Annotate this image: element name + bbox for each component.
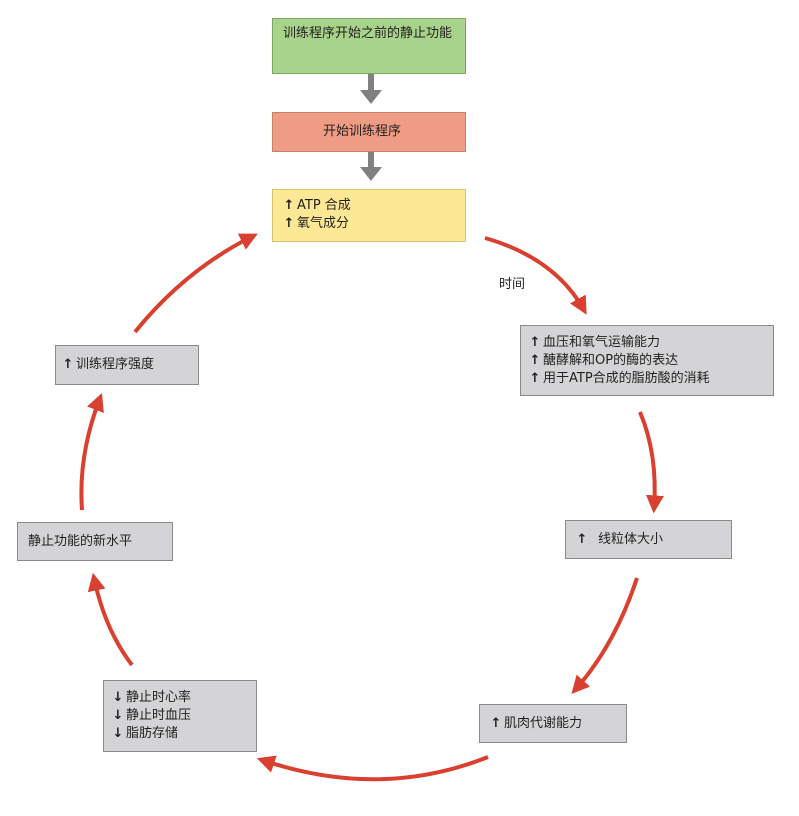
intensity-text: 训练程序强度 [76,357,155,372]
up-arrow-icon: ↑ [529,352,541,368]
new-resting-level-box: 静止功能的新水平 [17,522,173,561]
atp-line-1: ATP 合成 [297,197,351,213]
up-arrow-icon: ↑ [529,370,541,386]
resting-function-before-text: 训练程序开始之前的静止功能 [283,26,453,41]
cycle-arrow-atp-to-blood [484,236,587,315]
up-arrow-icon: ↑ [529,334,541,350]
mito-text: 线粒体大小 [598,531,664,547]
up-arrow-icon: ↑ [576,531,588,547]
atp-synthesis-box: ↑ATP 合成 ↑氧气成分 [272,189,466,242]
vitals-line-3: 脂肪存储 [126,726,179,741]
down-arrow-icon: ↓ [112,726,124,741]
training-intensity-box: ↑训练程序强度 [55,345,199,385]
up-arrow-icon: ↑ [283,215,295,231]
up-arrow-icon: ↑ [283,197,295,213]
mitochondria-size-box: ↑ 线粒体大小 [565,520,732,559]
metabolic-text: 肌肉代谢能力 [504,715,583,731]
cycle-arrow-newlevel-to-intensity [79,392,104,511]
time-label: 时间 [499,277,526,292]
cycle-arrow-vitals-to-newlevel [87,572,134,667]
atp-line-2: 氧气成分 [297,215,350,231]
flow-arrow-2 [360,151,382,181]
down-arrow-icon: ↓ [112,708,124,723]
cycle-arrow-intensity-to-atp [133,233,258,334]
muscle-metabolic-capacity-box: ↑肌肉代谢能力 [479,704,627,743]
vitals-line-1: 静止时心率 [126,690,192,705]
resting-vitals-box: ↓静止时心率 ↓静止时血压 ↓脂肪存储 [103,680,257,752]
blood-line-3: 用于ATP合成的脂肪酸的消耗 [543,370,710,386]
resting-function-before-box: 训练程序开始之前的静止功能 [272,18,466,74]
up-arrow-icon: ↑ [490,715,502,731]
new-level-text: 静止功能的新水平 [28,533,133,549]
vitals-line-2: 静止时血压 [126,708,192,723]
flow-arrow-1 [360,74,382,104]
cycle-arrow-metabolic-to-vitals [256,755,489,782]
down-arrow-icon: ↓ [112,690,124,705]
up-arrow-icon: ↑ [62,357,74,372]
blood-line-2: 醣酵解和OP的酶的表达 [543,352,679,368]
cycle-arrow-blood-to-mito [638,411,664,514]
cycle-arrow-mito-to-metabolic [571,577,639,695]
blood-line-1: 血压和氧气运输能力 [543,334,661,350]
start-program-box: 开始训练程序 [272,112,466,152]
blood-pressure-box: ↑血压和氧气运输能力 ↑醣酵解和OP的酶的表达 ↑用于ATP合成的脂肪酸的消耗 [520,325,774,396]
start-program-text: 开始训练程序 [323,124,402,139]
